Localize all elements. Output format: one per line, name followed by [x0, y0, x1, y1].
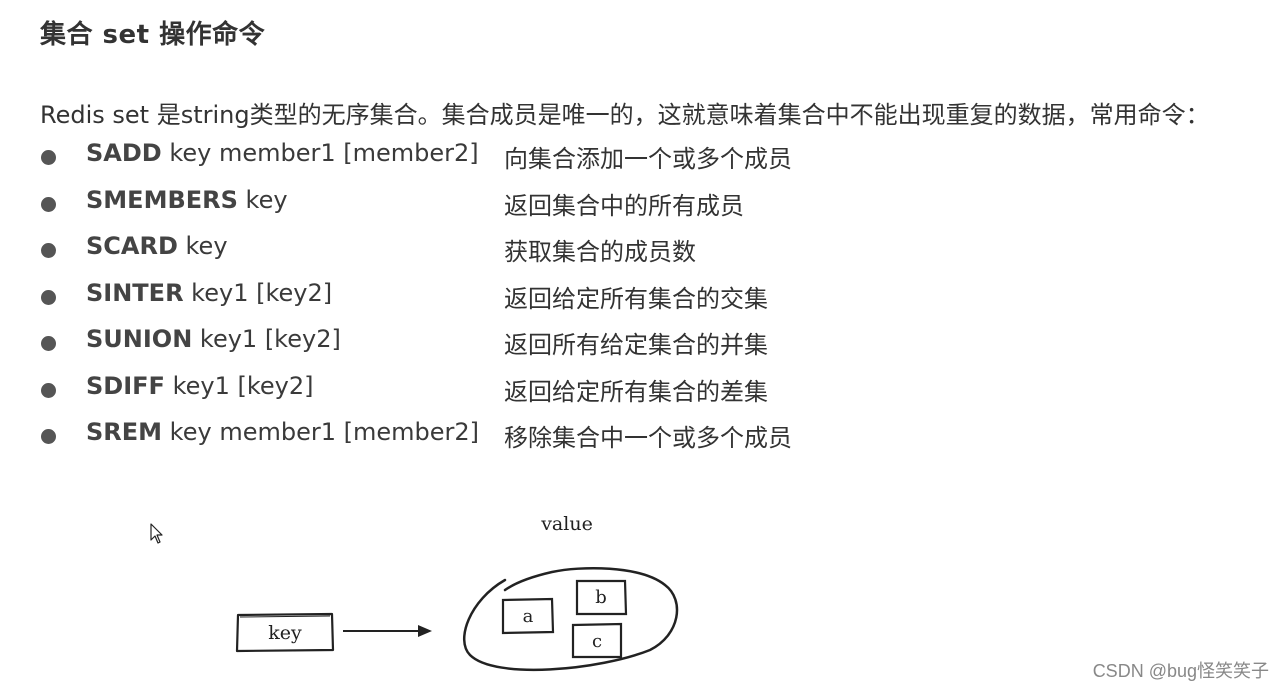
command-list: SADD key member1 [member2] 向集合添加一个或多个成员 … [0, 139, 1000, 465]
member-box-c: c [571, 622, 623, 659]
list-item: SCARD key 获取集合的成员数 [0, 232, 1000, 279]
command-name: SADD [86, 139, 162, 167]
command-description: 移除集合中一个或多个成员 [504, 424, 792, 452]
command-args: key1 [key2] [192, 325, 341, 353]
command-name: SINTER [86, 278, 184, 307]
bullet-icon [41, 382, 56, 398]
key-label: key [268, 622, 302, 644]
value-label: value [540, 513, 593, 535]
bullet-icon [41, 150, 56, 165]
bullet-icon [41, 429, 56, 444]
intro-text: Redis set 是string类型的无序集合。集合成员是唯一的，这就意味着集… [40, 101, 1210, 129]
command-description: 向集合添加一个或多个成员 [504, 145, 792, 173]
command-name: SUNION [86, 325, 193, 353]
member-box-b: b [575, 579, 628, 616]
command-description: 返回给定所有集合的差集 [504, 377, 768, 406]
command-args: key [177, 232, 228, 260]
member-label: c [592, 631, 602, 652]
bullet-icon [41, 336, 56, 351]
bullet-icon [41, 243, 56, 258]
command-args: key member1 [member2] [161, 139, 479, 167]
command-syntax: SINTER key1 [key2] [86, 279, 332, 307]
list-item: SADD key member1 [member2] 向集合添加一个或多个成员 [0, 139, 1000, 186]
command-syntax: SUNION key1 [key2] [86, 325, 341, 353]
command-args: key1 [key2] [183, 278, 333, 307]
watermark: CSDN @bug怪笑笑子 [1092, 661, 1269, 681]
set-boundary [462, 566, 679, 672]
command-args: key member1 [member2] [162, 418, 479, 446]
command-name: SMEMBERS [86, 185, 238, 214]
member-label: b [595, 587, 607, 608]
member-box-a: a [501, 597, 555, 635]
command-description: 返回所有给定集合的并集 [504, 331, 768, 359]
bullet-icon [41, 196, 56, 212]
list-item: SMEMBERS key 返回集合中的所有成员 [0, 186, 1000, 233]
command-name: SDIFF [86, 371, 165, 400]
command-syntax: SADD key member1 [member2] [86, 139, 479, 167]
command-name: SCARD [86, 232, 178, 260]
command-description: 返回集合中的所有成员 [504, 191, 744, 220]
arrow-icon [343, 625, 432, 637]
mouse-cursor-icon [150, 523, 163, 544]
command-description: 获取集合的成员数 [504, 238, 696, 266]
command-description: 返回给定所有集合的交集 [504, 284, 768, 313]
command-syntax: SCARD key [86, 232, 228, 260]
command-syntax: SREM key member1 [member2] [86, 418, 479, 446]
command-args: key1 [key2] [164, 371, 314, 400]
command-name: SREM [86, 418, 163, 446]
bullet-icon [41, 289, 56, 305]
page-title: 集合 set 操作命令 [40, 20, 266, 50]
list-item: SREM key member1 [member2] 移除集合中一个或多个成员 [0, 418, 1000, 465]
list-item: SDIFF key1 [key2] 返回给定所有集合的差集 [0, 372, 1000, 419]
command-args: key [237, 185, 288, 214]
list-item: SUNION key1 [key2] 返回所有给定集合的并集 [0, 325, 1000, 372]
member-label: a [523, 606, 534, 627]
key-box: key [235, 612, 335, 653]
list-item: SINTER key1 [key2] 返回给定所有集合的交集 [0, 279, 1000, 326]
command-syntax: SDIFF key1 [key2] [86, 372, 313, 400]
command-syntax: SMEMBERS key [86, 186, 288, 214]
